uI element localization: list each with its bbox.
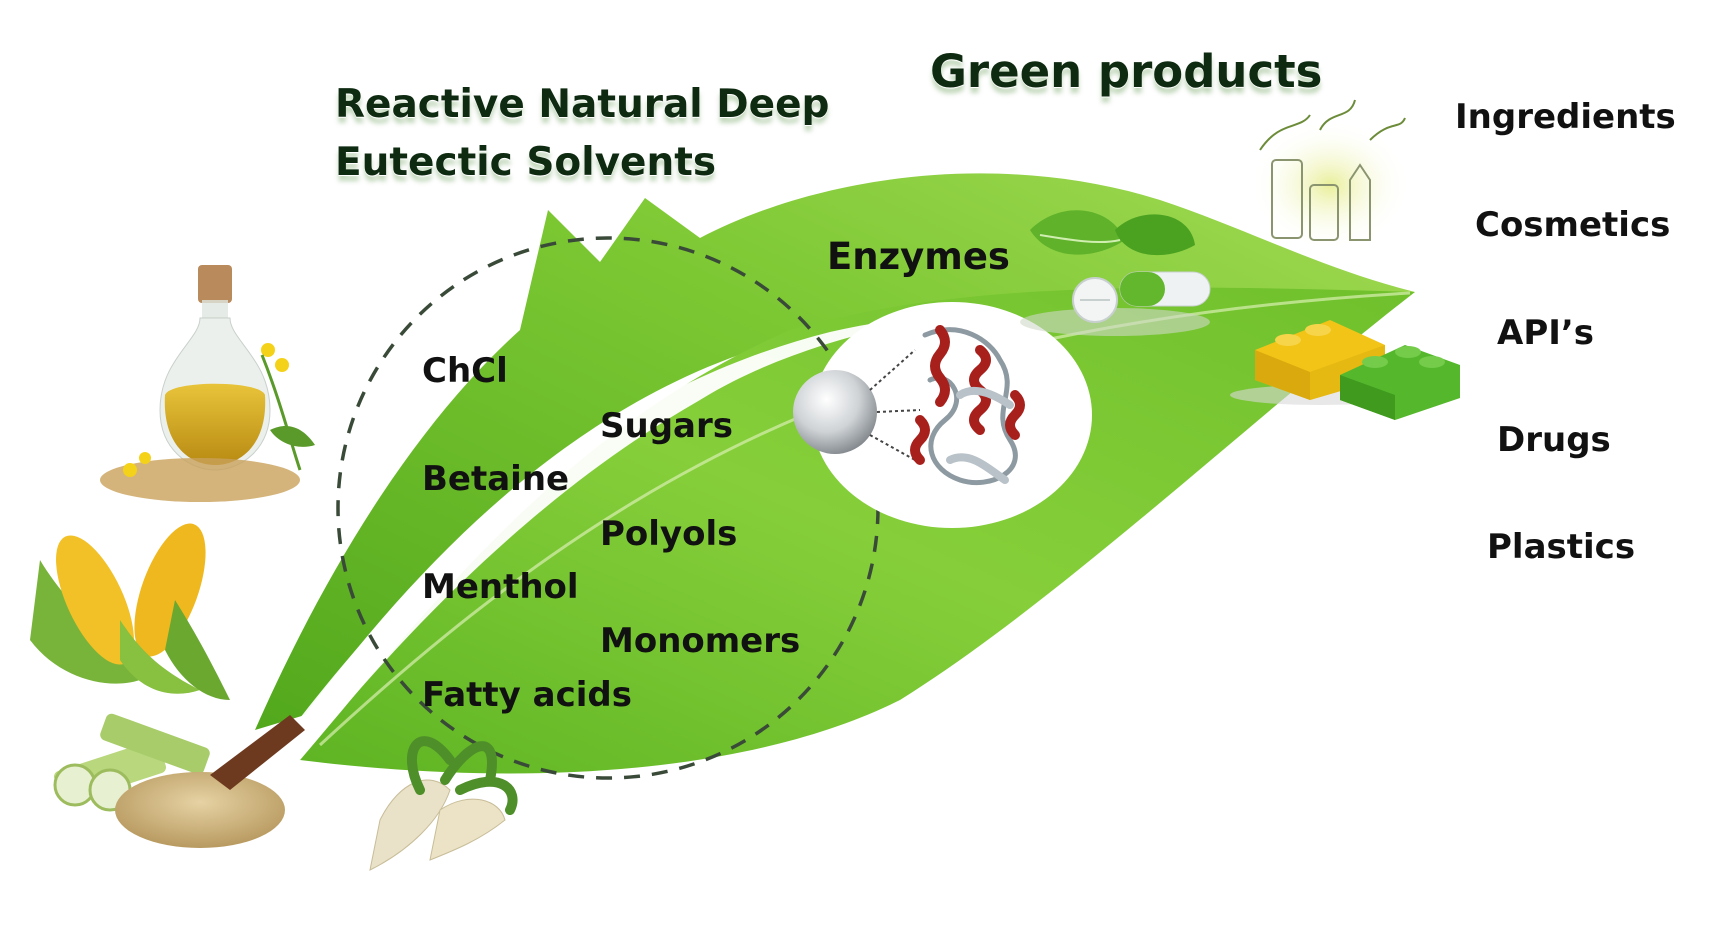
green-products-title: Green products [930, 45, 1323, 98]
component-betaine: Betaine [422, 459, 570, 499]
cosmetic-bottles-icon [1250, 99, 1410, 250]
component-polyols: Polyols [600, 514, 738, 554]
product-plastics: Plastics [1487, 527, 1636, 567]
sugarcane-icon [53, 713, 210, 812]
sugar-beet-icon [369, 736, 518, 871]
corn-cob-icon [30, 523, 230, 700]
product-apis: API’s [1497, 313, 1595, 353]
enzymes-label: Enzymes [827, 235, 1010, 278]
product-cosmetics: Cosmetics [1475, 205, 1671, 245]
component-chcl: ChCl [422, 351, 508, 391]
nades-title-line2: Eutectic Solvents [335, 140, 717, 185]
component-menthol: Menthol [422, 567, 579, 607]
nades-title-line1: Reactive Natural Deep [335, 82, 830, 127]
upper-leaf [255, 173, 1415, 730]
component-fatty-acids: Fatty acids [422, 675, 633, 715]
grain-pile-icon [115, 715, 305, 848]
enzyme-bead-icon [793, 349, 921, 461]
component-monomers: Monomers [600, 621, 801, 661]
lower-leaf [300, 287, 1415, 774]
lego-bricks-icon [1230, 320, 1460, 420]
rapeseed-flower-icon [100, 343, 315, 502]
product-drugs: Drugs [1497, 420, 1611, 460]
capsule-pill-icon [1020, 210, 1211, 336]
product-ingredients: Ingredients [1455, 97, 1676, 137]
component-sugars: Sugars [600, 406, 733, 446]
protein-structure-icon [910, 325, 1025, 486]
vegetable-oil-bottle-icon [159, 265, 271, 471]
